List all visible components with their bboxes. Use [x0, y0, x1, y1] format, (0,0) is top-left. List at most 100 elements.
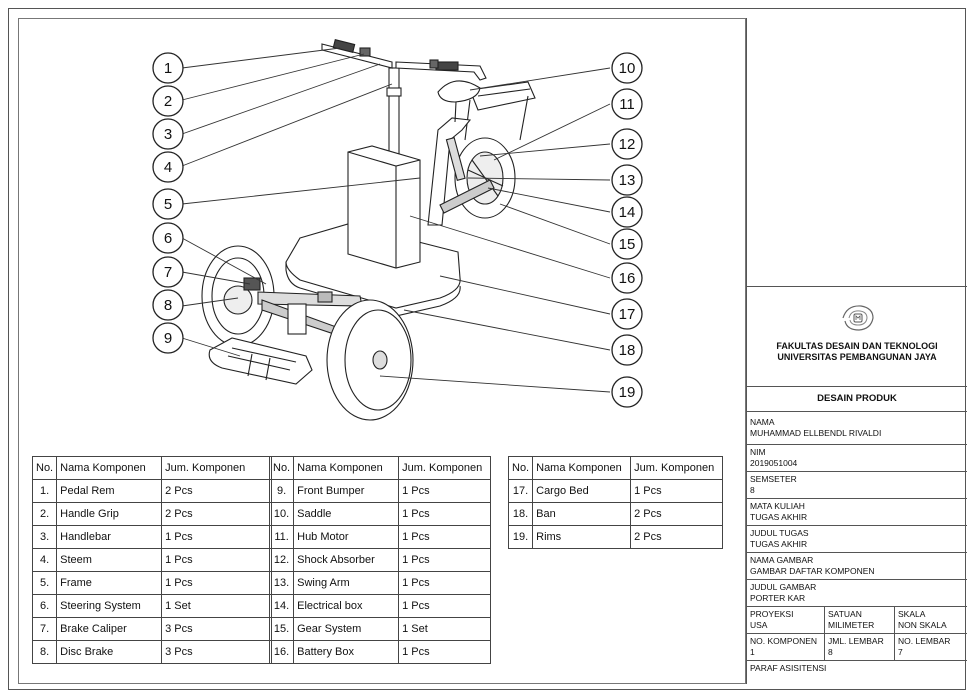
callout-14: 14: [611, 196, 643, 228]
row-qty: 1 Set: [398, 617, 492, 641]
row-name: Electrical box: [293, 594, 400, 618]
row-no: 16.: [268, 640, 295, 664]
row-qty: 1 Pcs: [161, 548, 273, 572]
row-name: Frame: [56, 571, 163, 595]
shock-absorber: [445, 137, 466, 182]
callout-label: 19: [619, 384, 636, 401]
row-name: Brake Caliper: [56, 617, 163, 641]
row-no: 1.: [31, 479, 58, 503]
header-name: Nama Komponen: [56, 456, 163, 480]
section-title: DESAIN PRODUK: [747, 386, 967, 412]
row-name: Battery Box: [293, 640, 400, 664]
callout-17: 17: [611, 298, 643, 330]
row-no: 17.: [507, 479, 534, 503]
callout-label: 9: [164, 330, 172, 347]
field-paraf-asistensi: PARAF ASISITENSI: [747, 661, 967, 684]
row-name: Handlebar: [56, 525, 163, 549]
field-no-lembar: NO. LEMBAR 7: [894, 634, 967, 661]
row-qty: 1 Pcs: [630, 479, 724, 503]
row-name: Saddle: [293, 502, 400, 526]
university-logo-icon: [842, 305, 874, 331]
callout-11: 11: [611, 88, 643, 120]
row-qty: 2 Pcs: [161, 502, 273, 526]
header-name: Nama Komponen: [293, 456, 400, 480]
field-value: MUHAMMAD ELLBENDL RIVALDI: [750, 427, 882, 438]
row-name: Steering System: [56, 594, 163, 618]
field-label: NIM: [750, 447, 766, 457]
field-label: JUDUL TUGAS: [750, 528, 809, 538]
field-nama: NAMA MUHAMMAD ELLBENDL RIVALDI: [747, 412, 967, 445]
callout-label: 2: [164, 93, 172, 110]
row-no: 14.: [268, 594, 295, 618]
callout-5: 5: [152, 188, 184, 220]
callout-13: 13: [611, 164, 643, 196]
callout-label: 5: [164, 196, 172, 213]
row-no: 12.: [268, 548, 295, 572]
row-qty: 1 Pcs: [398, 640, 492, 664]
callout-label: 7: [164, 264, 172, 281]
field-mata-kuliah: MATA KULIAH TUGAS AKHIR: [747, 499, 967, 526]
field-label: NAMA: [750, 417, 775, 427]
row-qty: 2 Pcs: [630, 525, 724, 549]
row-name: Gear System: [293, 617, 400, 641]
field-skala: SKALA NON SKALA: [894, 607, 967, 634]
row-qty: 1 Pcs: [398, 594, 492, 618]
field-value: 8: [750, 484, 755, 495]
swing-arm: [439, 179, 495, 214]
field-label: PROYEKSI: [750, 609, 794, 619]
callout-label: 15: [619, 236, 636, 253]
row-no: 2.: [31, 502, 58, 526]
row-no: 4.: [31, 548, 58, 572]
header-no: No.: [31, 456, 58, 480]
row-no: 6.: [31, 594, 58, 618]
callout-label: 10: [619, 60, 636, 77]
porter-kar-illustration: 1 2 3 4 5 6 7 8 9 10 11 12 13 14 15 16 1…: [152, 39, 643, 421]
field-label: JML. LEMBAR: [828, 636, 884, 646]
callout-16: 16: [611, 262, 643, 294]
field-value: NON SKALA: [898, 619, 947, 630]
row-qty: 1 Pcs: [398, 525, 492, 549]
callout-4: 4: [152, 151, 184, 183]
callout-12: 12: [611, 128, 643, 160]
row-name: Pedal Rem: [56, 479, 163, 503]
callout-label: 18: [619, 342, 636, 359]
battery-box: [347, 145, 421, 269]
component-table-3: No. Nama Komponen Jum. Komponen 17.Cargo…: [507, 456, 724, 549]
faculty-line-1: FAKULTAS DESAIN DAN TEKNOLOGI: [776, 341, 938, 351]
field-label: MATA KULIAH: [750, 501, 805, 511]
row-name: Disc Brake: [56, 640, 163, 664]
row-qty: 3 Pcs: [161, 640, 273, 664]
callout-label: 11: [619, 96, 635, 113]
row-qty: 1 Pcs: [398, 548, 492, 572]
title-block-blank-area: [747, 18, 967, 286]
callout-10: 10: [611, 52, 643, 84]
callout-label: 4: [164, 159, 172, 176]
callout-6: 6: [152, 222, 184, 254]
row-no: 19.: [507, 525, 534, 549]
row-qty: 1 Pcs: [161, 525, 273, 549]
field-value: 8: [828, 646, 833, 657]
row-no: 11.: [268, 525, 295, 549]
field-value: USA: [750, 619, 768, 630]
rear-rack: [469, 81, 536, 111]
callout-1: 1: [152, 52, 184, 84]
row-qty: 1 Pcs: [161, 571, 273, 595]
faculty-line-2: UNIVERSITAS PEMBANGUNAN JAYA: [777, 352, 937, 362]
callout-label: 8: [164, 297, 172, 314]
field-semester: SEMSETER 8: [747, 472, 967, 499]
field-judul-tugas: JUDUL TUGAS TUGAS AKHIR: [747, 526, 967, 553]
table-header-row: No. Nama Komponen Jum. Komponen: [31, 456, 273, 480]
row-name: Ban: [532, 502, 632, 526]
leader-lines: [181, 47, 611, 393]
row-no: 10.: [268, 502, 295, 526]
